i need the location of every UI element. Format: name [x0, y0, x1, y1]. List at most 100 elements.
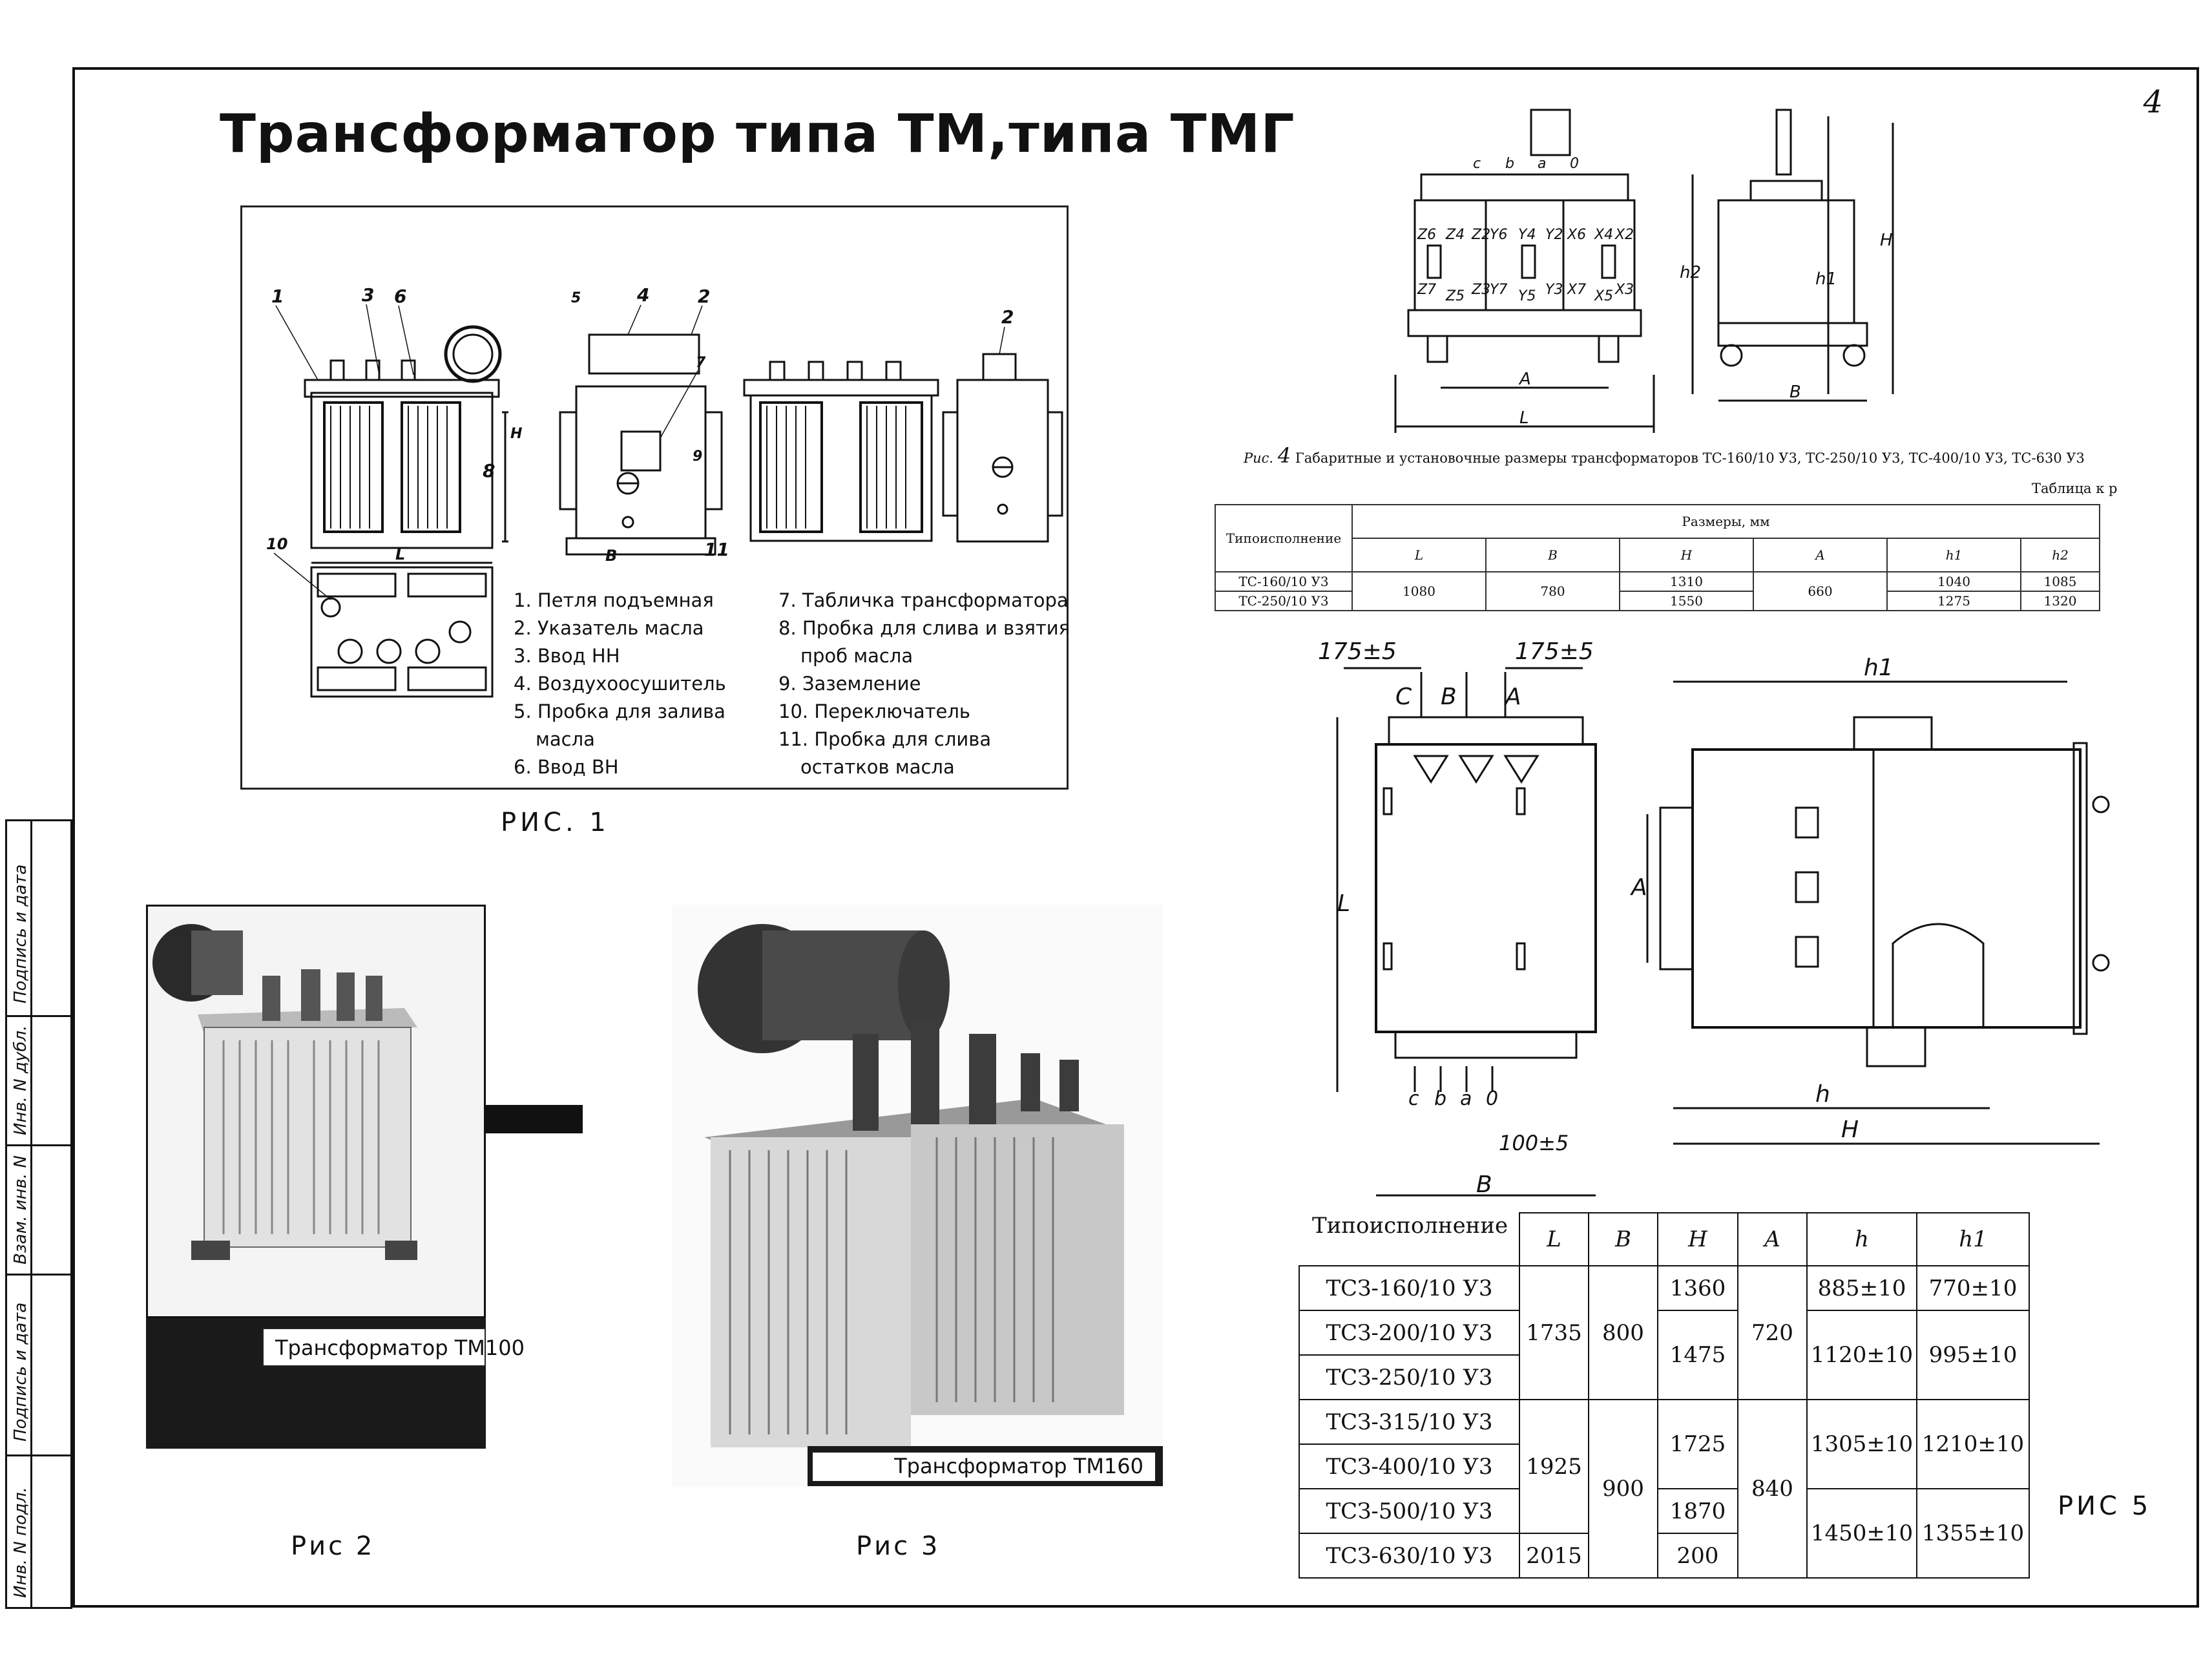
table-cell: 800	[1588, 1265, 1658, 1400]
table-cell: 1925	[1519, 1399, 1589, 1534]
fig2-label: Рис 2	[291, 1531, 375, 1561]
fig5-drawing: 175±5 175±5 C B A c b a 0 100±5 L B A h1…	[1318, 638, 2110, 1198]
table-header: h1	[1886, 538, 2021, 572]
fig4-winding-label: Y5	[1518, 288, 1536, 304]
fig4-dim-h: H	[1880, 231, 1893, 250]
fig4-table: Типоисполнение Размеры, мм L B H A h1 h2…	[1215, 504, 2100, 611]
table-cell: 1475	[1657, 1310, 1738, 1400]
table-cell: ТСЗ-200/10 У3	[1299, 1310, 1520, 1356]
fig4-winding-label: Y6	[1490, 227, 1507, 243]
page-number: 4	[2143, 84, 2163, 120]
table-cell: 1210±10	[1916, 1399, 2030, 1489]
sidebar-label: Инв. N подл.	[11, 1487, 30, 1598]
table-header: B	[1588, 1212, 1658, 1266]
legend-item: 2. Указатель масла	[514, 617, 704, 639]
fig4-winding-label: Z5	[1445, 288, 1465, 304]
table-cell: 1550	[1619, 591, 1754, 611]
fig1-callout: 4	[636, 284, 649, 306]
fig3-caption: Трансформатор ТМ160	[813, 1453, 1155, 1481]
table-cell: ТСЗ-160/10 У3	[1299, 1265, 1520, 1311]
fig5-dim-top-right: 175±5	[1515, 638, 1594, 665]
fig4-winding-label: Z3	[1471, 282, 1490, 298]
sidebar-cell: Взам. инв. N	[7, 1144, 70, 1276]
fig2-transformer-image	[152, 924, 417, 1260]
table-cell: ТСЗ-500/10 У3	[1299, 1488, 1520, 1534]
fig4-dim-a: A	[1518, 370, 1531, 389]
fig1-drawing: 1 3 6 5 4 2 7 8 9 11 2 10 H L B	[266, 284, 1063, 698]
table-cell: 995±10	[1916, 1310, 2030, 1400]
fig5-dim-b: B	[1476, 1171, 1492, 1198]
table-cell: 1275	[1886, 591, 2021, 611]
fig1-callout: 1	[271, 286, 284, 307]
table-cell: 1320	[2020, 591, 2100, 611]
table-header: A	[1737, 1212, 1808, 1266]
fig5-dim-a: A	[1630, 874, 1647, 901]
fig5-label: РИС 5	[2058, 1491, 2152, 1521]
fig1-callout: 11	[704, 539, 729, 560]
table-header: Типоисполнение	[1215, 504, 1353, 572]
table-cell: 200	[1657, 1533, 1738, 1579]
fig5-dim-top-left: 175±5	[1318, 638, 1397, 665]
table-cell: 1725	[1657, 1399, 1738, 1489]
legend-item: проб масла	[800, 645, 913, 667]
sidebar-cell: Инв. N подл.	[7, 1454, 70, 1607]
table-cell: ТСЗ-630/10 У3	[1299, 1533, 1520, 1579]
legend-item: 1. Петля подъемная	[514, 589, 714, 611]
table-cell: 780	[1485, 571, 1620, 611]
fig1-callout: 3	[362, 284, 374, 306]
fig4-caption-num: 4	[1277, 443, 1291, 468]
fig5-table: Типоисполнение L B H A h h1 ТСЗ-160/10 У…	[1299, 1212, 2030, 1579]
table-row: ТСЗ-630/10 У3 2015 200	[1299, 1533, 2029, 1579]
table-cell: ТС-160/10 У3	[1215, 571, 1353, 592]
title-block-sidebar: Подпись и дата Инв. N дубл. Взам. инв. N…	[5, 819, 72, 1609]
table-header: A	[1753, 538, 1888, 572]
fig1-callout: 8	[483, 460, 495, 481]
legend-item: 11. Пробка для слива	[778, 728, 992, 750]
fig1-callout: 7	[696, 355, 706, 371]
table-row: ТСЗ-250/10 У3	[1299, 1354, 2029, 1400]
table-header: L	[1351, 538, 1487, 572]
fig4-dim-h2: h2	[1680, 263, 1701, 282]
table-cell: 885±10	[1806, 1265, 1917, 1311]
fig5-phase: C	[1395, 684, 1412, 710]
table-cell: 1355±10	[1916, 1488, 2030, 1579]
legend-item: 7. Табличка трансформатора	[778, 589, 1069, 611]
table-cell: 770±10	[1916, 1265, 2030, 1311]
fig5-dim-l: L	[1337, 890, 1350, 917]
sidebar-label: Подпись и дата	[11, 864, 30, 1003]
fig5-dim-big-h: H	[1841, 1117, 1859, 1143]
fig3-photo: Трансформатор ТМ160	[672, 905, 1163, 1486]
table-cell: 1120±10	[1806, 1310, 1917, 1400]
fig5-dim-100: 100±5	[1499, 1131, 1569, 1155]
table-row: ТСЗ-200/10 У3 1475 1120±10 995±10	[1299, 1310, 2030, 1400]
fig5-phase: B	[1441, 684, 1457, 710]
table-cell: ТС-250/10 У3	[1215, 591, 1353, 611]
legend-item: 4. Воздухоосушитель	[514, 673, 726, 695]
fig4-terminal: b	[1505, 156, 1514, 172]
table-cell: 1360	[1657, 1265, 1738, 1311]
sidebar-label: Инв. N дубл.	[11, 1025, 30, 1135]
legend-item: 9. Заземление	[778, 673, 921, 695]
legend-item: 6. Ввод ВН	[514, 756, 619, 778]
fig1-callout: 10	[266, 535, 287, 553]
fig4-winding-label: Y4	[1518, 227, 1536, 243]
table-header: B	[1485, 538, 1620, 572]
fig4-winding-label: Z6	[1417, 227, 1436, 243]
fig1-callout: 9	[693, 448, 702, 465]
table-cell: 1305±10	[1806, 1399, 1917, 1489]
fig4-caption-prefix: Рис.	[1244, 450, 1274, 466]
table-header: Типоисполнение	[1312, 1213, 1508, 1239]
fig5-terminal: 0	[1486, 1087, 1498, 1110]
fig2-photo: Трансформатор ТМ100	[146, 905, 525, 1449]
legend-item: 10. Переключатель	[778, 700, 970, 722]
fig4-winding-label: X6	[1567, 227, 1586, 243]
table-header: h	[1806, 1212, 1917, 1266]
table-row: ТСЗ-315/10 У3 1925 900 1725 840 1305±10 …	[1299, 1399, 2030, 1579]
fig4-caption-text: Габаритные и установочные размеры трансф…	[1295, 450, 2085, 466]
table-cell: 1450±10	[1806, 1488, 1917, 1579]
fig1-dim-height: H	[510, 426, 522, 442]
fig1-dim-width: B	[605, 547, 617, 565]
table-cell: 660	[1753, 571, 1888, 611]
table-header: Размеры, мм	[1351, 504, 2100, 539]
fig1-callout: 2	[698, 286, 710, 307]
